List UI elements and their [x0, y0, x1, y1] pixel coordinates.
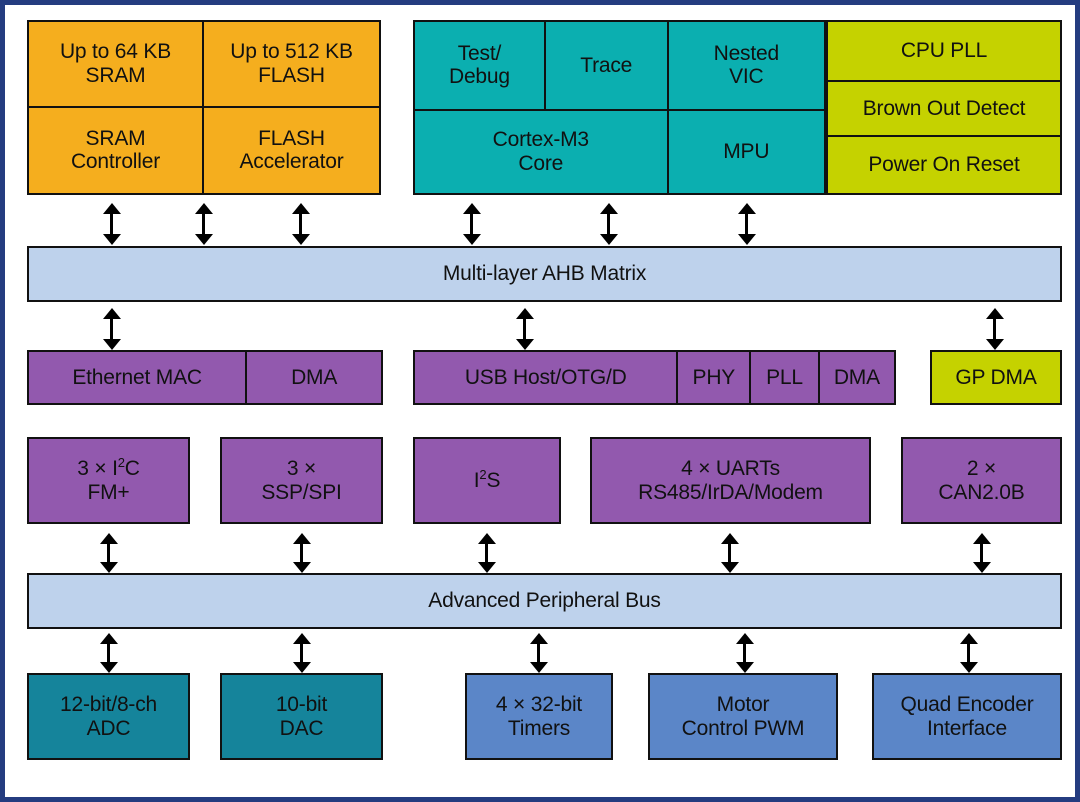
block-sram[interactable]: Up to 64 KB SRAM [29, 22, 204, 108]
connector-ssp-to-apb [293, 533, 311, 573]
connector-matrix-to-gp-dma [986, 308, 1004, 350]
cpu-group: Test/ Debug Trace Nested VIC Cortex-M3 C… [413, 20, 826, 195]
block-nested-vic[interactable]: Nested VIC [668, 22, 824, 111]
block-flash[interactable]: Up to 512 KB FLASH [204, 22, 379, 108]
block-trace[interactable]: Trace [545, 22, 669, 111]
connector-sram-to-matrix [103, 203, 121, 245]
block-mpu[interactable]: MPU [668, 110, 824, 193]
connector-apb-to-motor-pwm [736, 633, 754, 673]
block-uarts[interactable]: 4 × UARTs RS485/IrDA/Modem [590, 437, 871, 524]
connector-memory-mid-to-matrix [195, 203, 213, 245]
block-usb-phy[interactable]: PHY [678, 352, 752, 403]
connector-debug-to-matrix [463, 203, 481, 245]
connector-apb-to-quad-encoder [960, 633, 978, 673]
block-test-debug[interactable]: Test/ Debug [415, 22, 546, 111]
connector-matrix-to-usb [516, 308, 534, 350]
block-adc[interactable]: 12-bit/8-ch ADC [27, 673, 190, 760]
block-dac[interactable]: 10-bit DAC [220, 673, 383, 760]
connector-apb-to-dac [293, 633, 311, 673]
block-ahb-matrix[interactable]: Multi-layer AHB Matrix [27, 246, 1062, 302]
block-brown-out-detect[interactable]: Brown Out Detect [828, 81, 1060, 138]
block-ethernet-dma[interactable]: DMA [247, 352, 381, 403]
memory-group: Up to 64 KB SRAM Up to 512 KB FLASH SRAM… [27, 20, 381, 195]
block-cortex-m3-core[interactable]: Cortex-M3 Core [415, 110, 669, 193]
block-timers[interactable]: 4 × 32-bit Timers [465, 673, 613, 760]
block-quad-encoder-interface[interactable]: Quad Encoder Interface [872, 673, 1062, 760]
connector-i2c-to-apb [100, 533, 118, 573]
connector-apb-to-timers [530, 633, 548, 673]
connector-can-to-apb [973, 533, 991, 573]
block-i2s-label: I2S [473, 466, 501, 492]
connector-uarts-to-apb [721, 533, 739, 573]
block-usb-dma[interactable]: DMA [819, 352, 894, 403]
block-apb-bus[interactable]: Advanced Peripheral Bus [27, 573, 1062, 629]
block-ethernet-mac[interactable]: Ethernet MAC [29, 352, 248, 403]
usb-group: USB Host/OTG/D PHY PLL DMA [413, 350, 896, 405]
block-power-on-reset[interactable]: Power On Reset [828, 137, 1060, 193]
block-usb-host-otg-d[interactable]: USB Host/OTG/D [415, 352, 679, 403]
system-control-group: CPU PLL Brown Out Detect Power On Reset [826, 20, 1062, 195]
connector-i2s-to-apb [478, 533, 496, 573]
connector-core-to-matrix [600, 203, 618, 245]
connector-matrix-to-ethernet [103, 308, 121, 350]
block-sram-controller[interactable]: SRAM Controller [29, 107, 204, 193]
block-motor-control-pwm[interactable]: Motor Control PWM [648, 673, 838, 760]
block-cpu-pll[interactable]: CPU PLL [828, 22, 1060, 82]
block-gp-dma[interactable]: GP DMA [930, 350, 1062, 405]
ethernet-group: Ethernet MAC DMA [27, 350, 383, 405]
connector-flash-to-matrix [292, 203, 310, 245]
block-i2s[interactable]: I2S [413, 437, 561, 524]
block-flash-accelerator[interactable]: FLASH Accelerator [204, 107, 379, 193]
block-ssp-spi[interactable]: 3 × SSP/SPI [220, 437, 383, 524]
block-can[interactable]: 2 × CAN2.0B [901, 437, 1062, 524]
block-usb-pll[interactable]: PLL [751, 352, 820, 403]
connector-mpu-to-matrix [738, 203, 756, 245]
connector-apb-to-adc [100, 633, 118, 673]
